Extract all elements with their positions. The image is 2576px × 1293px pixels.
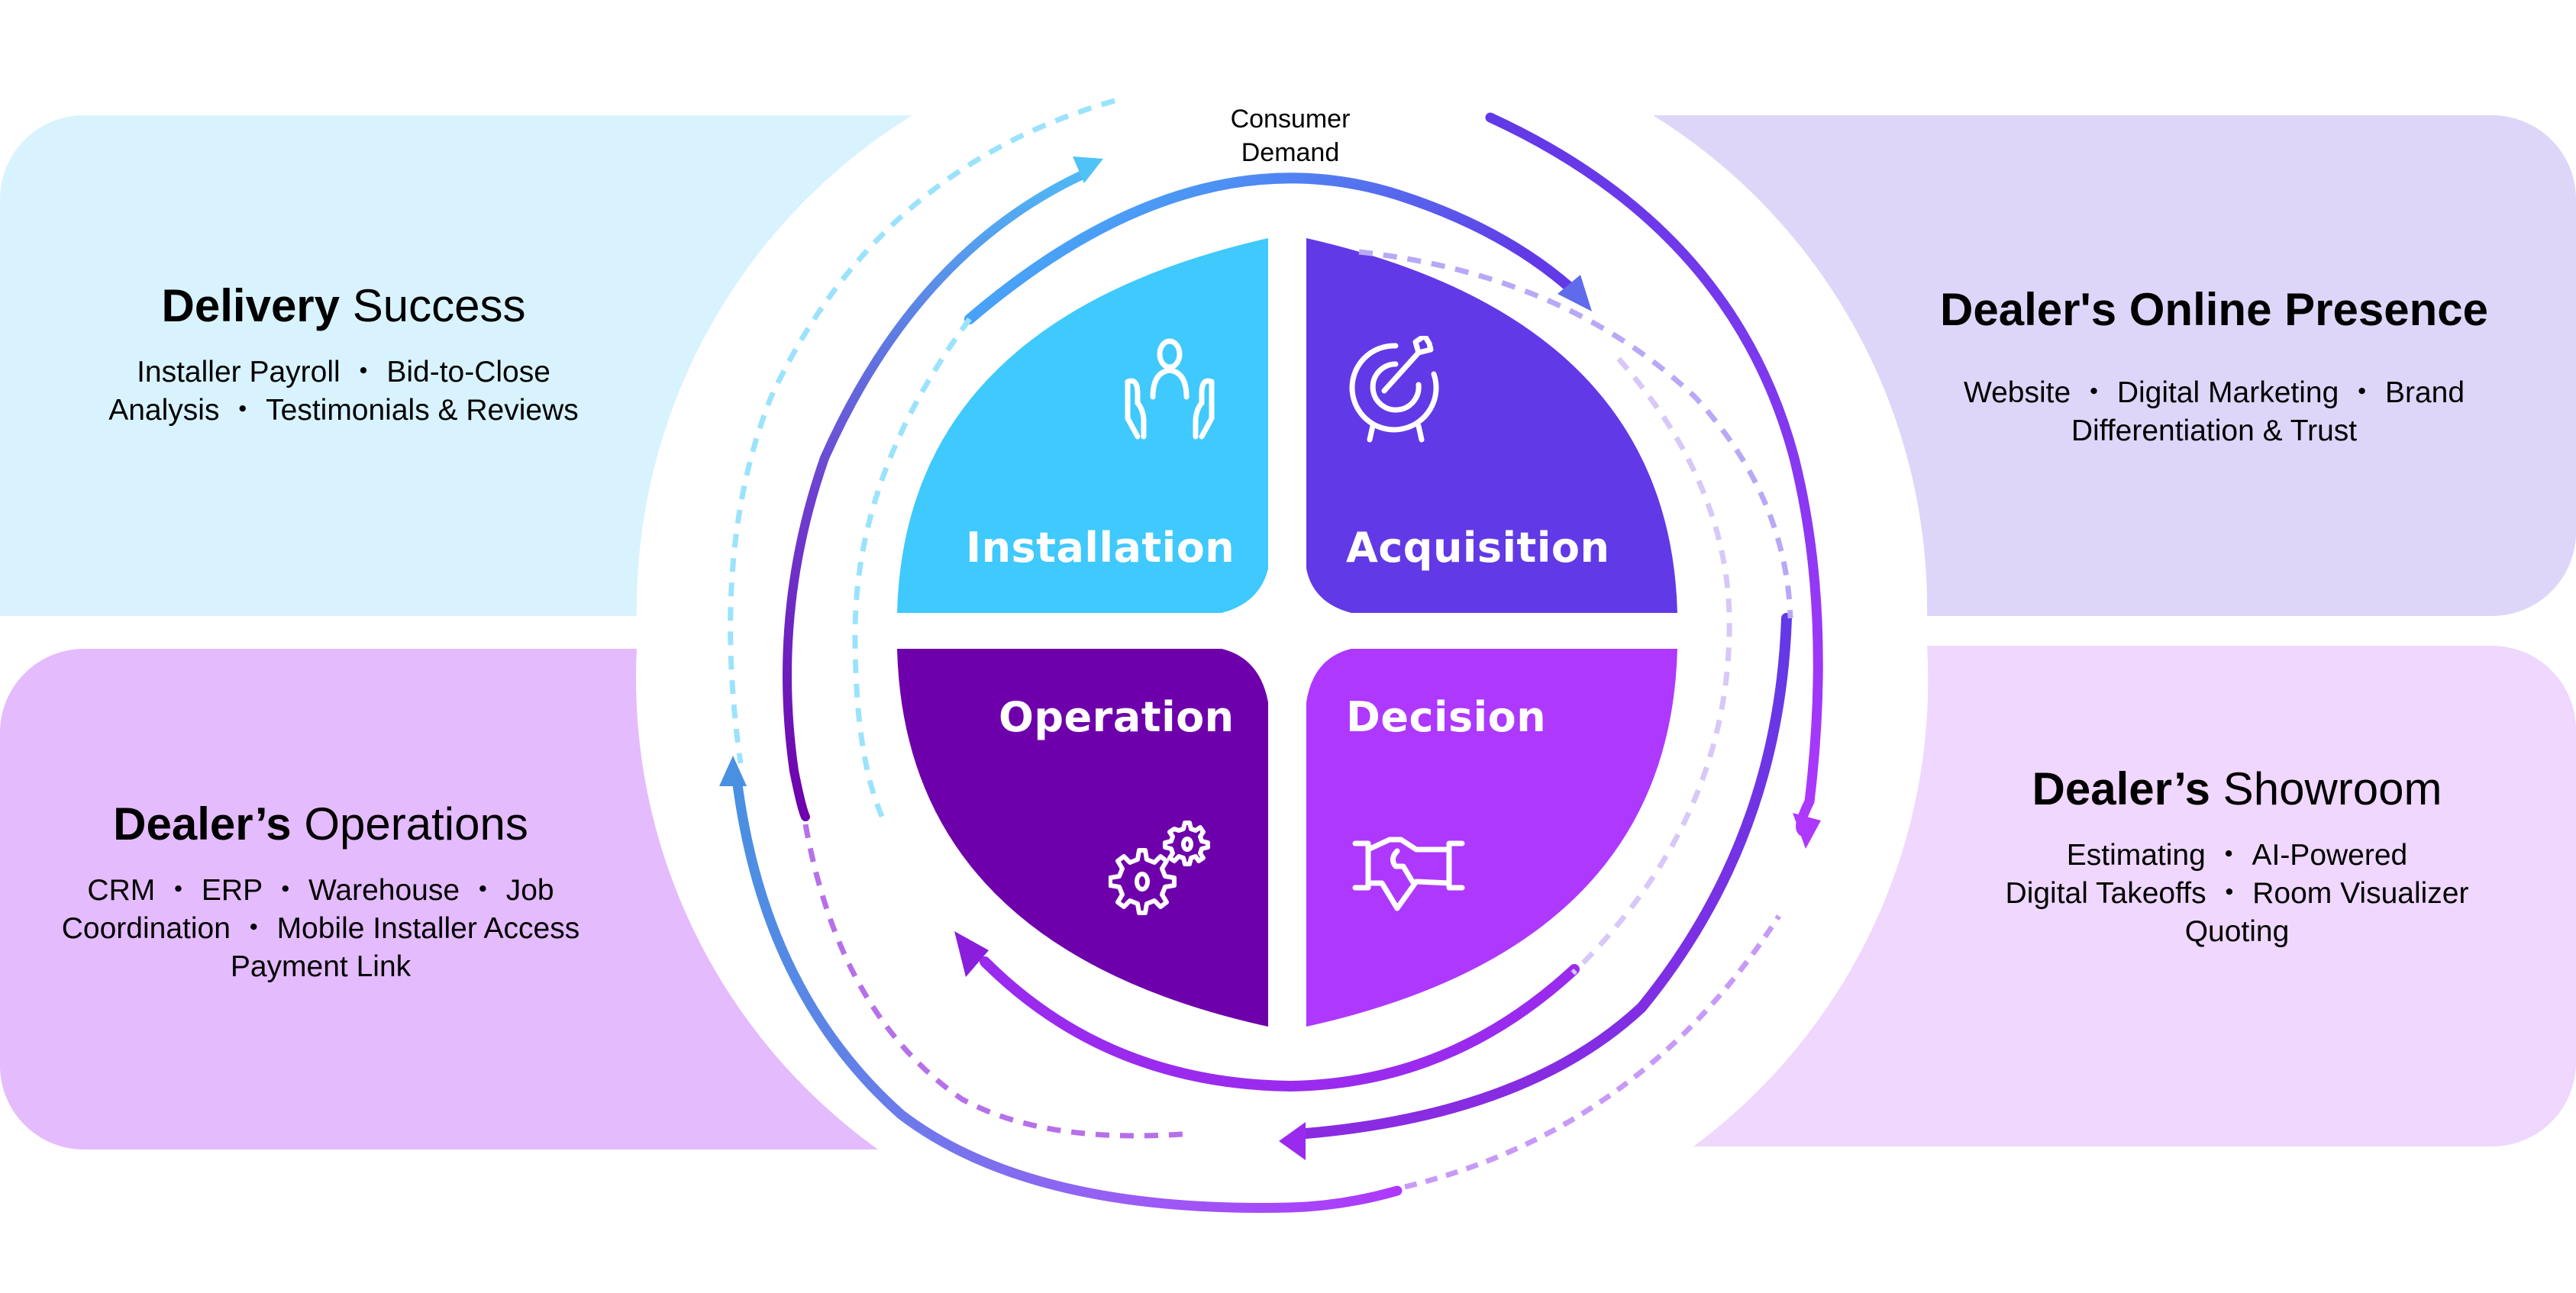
arrowhead-bottom-middle (1279, 1122, 1306, 1160)
card-online-shape (1653, 115, 2576, 616)
card-title: Dealer’s Showroom (2032, 763, 2442, 814)
quadrant-label-acquisition: Acquisition (1346, 524, 1610, 572)
quadrant-label-decision: Decision (1346, 693, 1547, 741)
arrowhead-top-middle (1073, 156, 1103, 183)
quadrant-acquisition[interactable] (1306, 238, 1677, 613)
arrow-bottom-inner (980, 956, 1580, 1092)
arrow-left-middle (783, 169, 1089, 821)
arrowhead-left-outer (719, 756, 747, 786)
dashed-left-inner (852, 317, 972, 826)
handshake-icon (1352, 837, 1465, 911)
card-showroom-shape (1693, 646, 2576, 1146)
dashed-bottom-outer (1404, 914, 1781, 1190)
card-body: Installer Payroll ・ Bid-to-Close Analysi… (108, 356, 579, 427)
arrowhead-right-outer (1793, 813, 1821, 849)
card-body: Estimating ・ AI-Powered Digital Takeoffs… (2005, 839, 2469, 948)
gears-icon (1109, 821, 1210, 915)
person-hands-icon (1125, 338, 1215, 440)
arrow-right-outer (1485, 112, 1823, 837)
card-title: Delivery Success (161, 280, 526, 331)
dashed-right-inner (1570, 356, 1732, 975)
arrow-top-inner (964, 173, 1578, 324)
card-delivery-shape (0, 115, 912, 616)
arrow-bottom-outer (731, 773, 1403, 1213)
quadrant-installation[interactable] (897, 238, 1268, 613)
card-title: Dealer's Online Presence (1940, 284, 2488, 335)
card-title: Dealer’s Operations (113, 798, 528, 850)
quadrant-decision[interactable] (1306, 649, 1677, 1027)
arrow-right-middle (1300, 613, 1792, 1139)
arrowhead-bottom-inner (954, 931, 989, 977)
dashed-left-middle (802, 824, 1192, 1139)
quadrant-label-installation: Installation (966, 524, 1235, 572)
card-operations-shape (0, 649, 878, 1150)
quadrant-label-operation: Operation (999, 693, 1235, 741)
consumer-demand-label: Consumer Demand (1230, 105, 1351, 167)
target-arrow-icon (1349, 336, 1439, 443)
card-body: Website ・ Digital Marketing ・ Brand Diff… (1963, 376, 2465, 447)
quadrant-operation[interactable] (897, 649, 1268, 1027)
card-body: CRM ・ ERP ・ Warehouse ・ Job Coordination… (61, 874, 580, 983)
arrowhead-top-inner (1558, 275, 1592, 311)
